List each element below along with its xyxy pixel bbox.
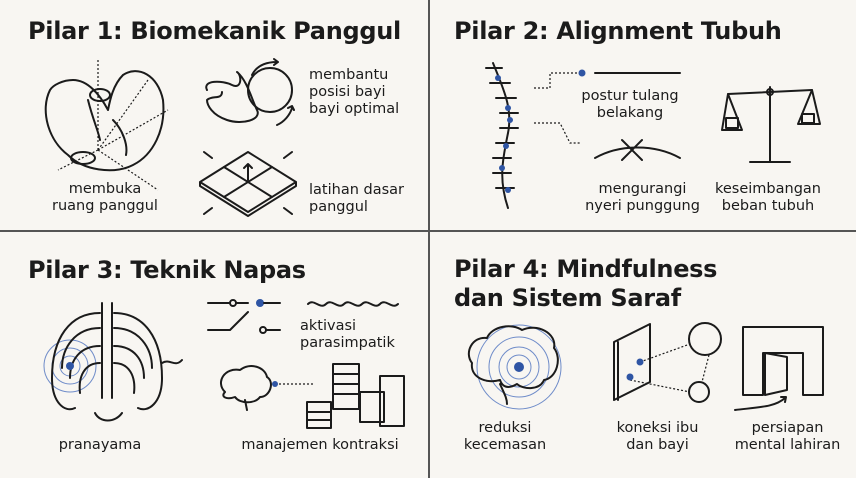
pillar-1-title: Pilar 1: Biomekanik Panggul (28, 17, 401, 45)
parasympathetic-label: aktivasi parasimpatik (300, 318, 395, 351)
pelvic-floor-icon (199, 151, 297, 217)
connector-lines (534, 69, 681, 161)
balance-label: keseimbangan beban tubuh (715, 181, 821, 214)
pranayama-label: pranayama (58, 437, 142, 453)
anxiety-label: reduksi kecemasan (463, 420, 547, 453)
switch-wave-icon (207, 299, 399, 334)
pillar-4-title: Pilar 4: Mindfulness dan Sistem Saraf (454, 255, 718, 312)
balance-scale-icon (721, 86, 821, 163)
pelvic-floor-label: latihan dasar panggul (309, 182, 404, 215)
fetus-label: membantu posisi bayi bayi optimal (309, 67, 400, 117)
spine-icon (485, 62, 519, 209)
connection-icon (613, 322, 722, 403)
fetus-rotation-icon (205, 58, 295, 126)
brain-blocks-icon (220, 363, 405, 429)
pelvis-icon (44, 60, 169, 191)
connection-label: koneksi ibu dan bayi (616, 420, 699, 453)
contraction-label: manajemen kontraksi (241, 437, 399, 453)
vertical-divider (428, 0, 430, 478)
birth-prep-label: persiapan mental lahiran (734, 420, 841, 453)
brain-ripple-icon (467, 324, 562, 410)
ribcage-icon (43, 302, 183, 422)
posture-label: postur tulang belakang (581, 88, 679, 121)
pillar-3-title: Pilar 3: Teknik Napas (28, 256, 306, 284)
horizontal-divider (0, 230, 856, 232)
pillar-2-title: Pilar 2: Alignment Tubuh (454, 17, 782, 45)
door-icon (734, 326, 824, 411)
pelvis-label: membuka ruang panggul (52, 181, 158, 214)
back-pain-label: mengurangi nyeri punggung (585, 181, 700, 214)
